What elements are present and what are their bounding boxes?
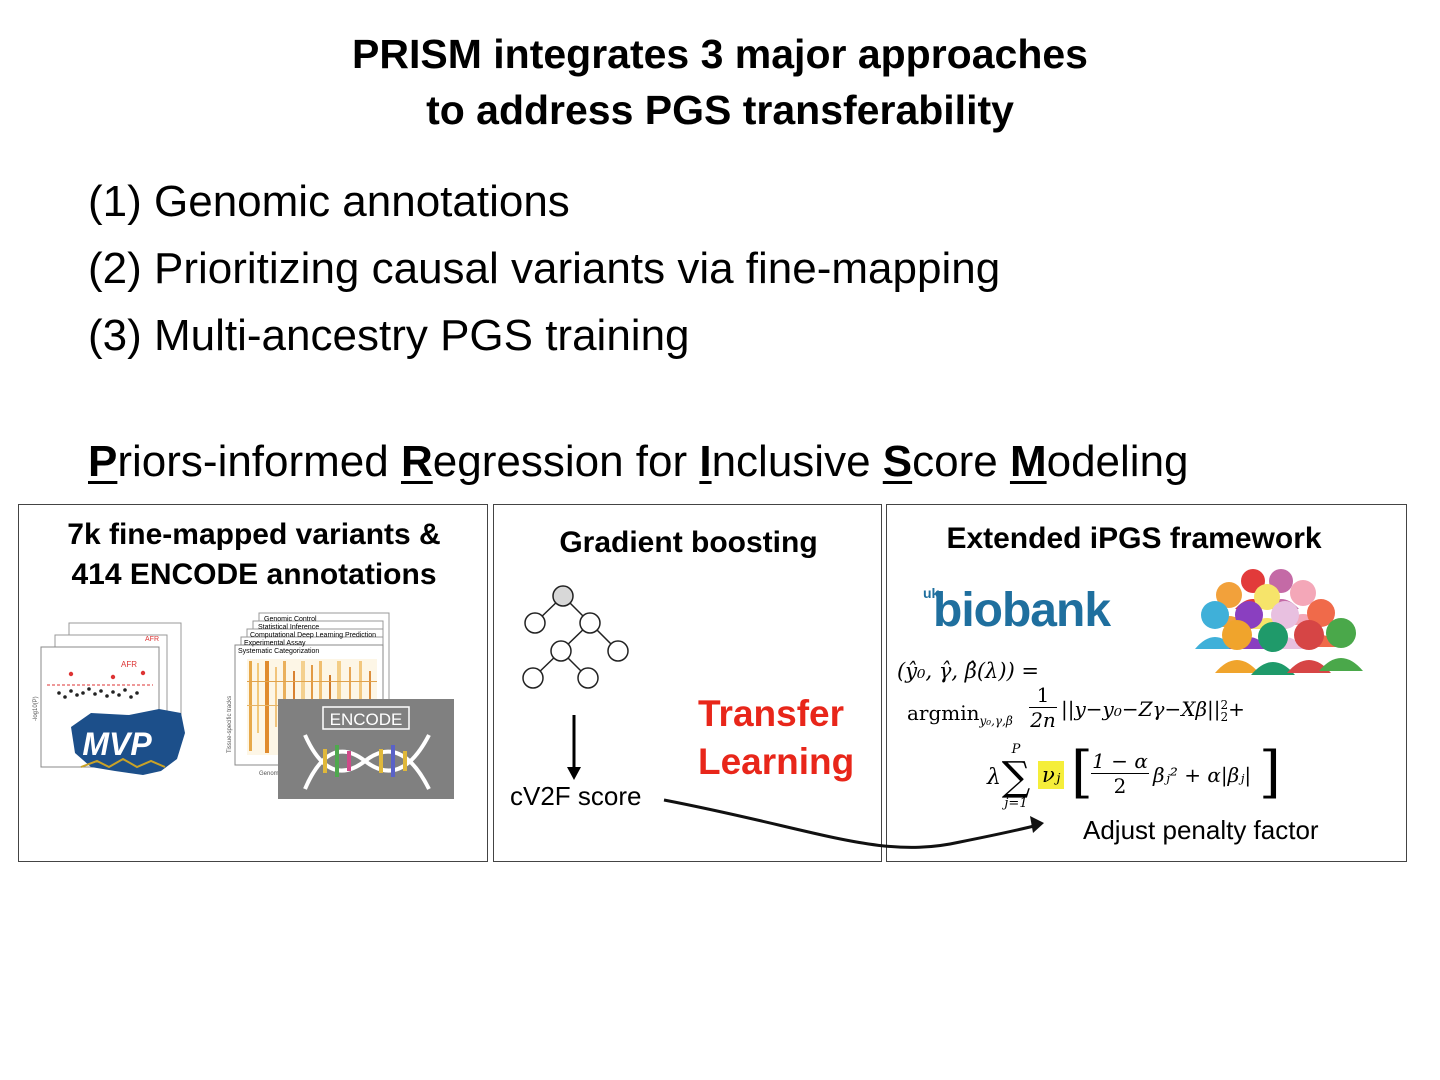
tree-node [522,667,544,689]
ipgs-framework-panel: Extended iPGS framework uk biobank (ŷ₀, … [886,504,1407,862]
tree-node [550,640,572,662]
acronym-letter: S [882,437,913,486]
panel-title: 7k fine-mapped variants & 414 ENCODE ann… [19,515,489,595]
norm-subscript: 2 [1220,709,1229,724]
tree-node [579,612,601,634]
mvp-logo: MVP [71,709,185,775]
heatmap-category: Statistical Inference [258,624,319,631]
encode-logo: ENCODE [278,699,454,799]
heatmap-category: Genomic Control [264,616,317,623]
title-line-1: PRISM integrates 3 major approaches [352,31,1088,77]
encode-logo-text: ENCODE [330,710,403,729]
equation-tail: βⱼ² + α|βⱼ| [1153,763,1252,787]
heatmap-y-axis-label: Tissue-specific tracks [227,696,233,753]
biobank-uk-text: uk [923,585,940,601]
norm-superscript: 2 [1220,697,1229,712]
heatmap-category: Systematic Categorization [238,648,319,655]
heatmap-category: Experimental Assay [244,640,306,647]
approaches-list: (1) Genomic annotations (2) Prioritizing… [88,168,1000,369]
norm-term: ||y−y₀−Zγ−Xβ|| [1061,697,1221,721]
acronym-letter: M [1009,437,1047,486]
acronym-word: odeling [1046,437,1189,486]
penalty-factor-highlight: νⱼ [1038,761,1065,789]
title-line-2: to address PGS transferability [426,87,1014,133]
uk-biobank-logo: uk biobank [923,583,1143,641]
acronym-word: egression for [432,437,700,486]
sum-lower-limit: j=1 [1004,796,1028,811]
sum-upper-limit: P [1011,742,1021,757]
acronym-letter: I [699,437,712,486]
tree-node [577,667,599,689]
panel-title-line-2: 414 ENCODE annotations [71,558,437,591]
fraction-denominator: 2n [1030,708,1056,732]
equation-sum: P ∑ j=1 [1001,743,1031,811]
approach-item: (3) Multi-ancestry PGS training [88,311,690,360]
equation-argmin: argminy₀,γ,β [907,701,1013,728]
sum-symbol: ∑ [1001,754,1031,800]
gradient-boosting-panel: Gradient boosting cV2F score [493,504,882,862]
equation-lhs: (ŷ₀, γ̂, β̂(λ)) = [897,659,1040,683]
equation-bracket-right: ] [1259,740,1281,805]
afr-label: AFR [121,660,137,669]
annotations-figure: AFR AFR -log10(P) MVP Genomic Control [33,612,454,799]
slide-title: PRISM integrates 3 major approaches to a… [0,26,1440,138]
tree-root-node [552,585,574,607]
tree-node [524,612,546,634]
equation-bracket-left: [ [1071,740,1093,805]
transfer-learning-label: Transfer Learning [698,690,854,786]
afr-label: AFR [145,636,159,643]
equation-lambda: λ [987,765,1001,790]
approach-item: (2) Prioritizing causal variants via fin… [88,244,1001,293]
transfer-line-2: Learning [698,741,855,782]
panel-title: Extended iPGS framework [946,522,1322,555]
cv2f-score-label: cV2F score [510,781,642,811]
acronym-letter: P [88,437,118,486]
fraction-numerator: 1 [1029,683,1057,708]
equation-alpha-fraction: 1 − α 2 [1091,749,1149,798]
plot-y-axis-label: -log10(P) [33,696,39,721]
adjust-penalty-label: Adjust penalty factor [1083,815,1319,845]
diverse-population-icon [1195,569,1363,675]
argmin-subscript: y₀,γ,β [979,714,1013,728]
acronym-word: nclusive [711,437,883,486]
argmin-text: argmin [907,701,980,725]
biobank-word-text: biobank [933,584,1111,637]
heatmap-x-axis-label: Genome [259,771,283,777]
alpha-denominator: 2 [1113,774,1127,798]
panel-title-line-1: 7k fine-mapped variants & [67,518,441,551]
panel-title: Gradient boosting [559,526,818,559]
decision-tree-diagram [522,585,629,780]
heatmap-category: Computational Deep Learning Prediction [250,632,376,639]
equation-fraction: 1 2n [1029,683,1057,732]
acronym-letter: R [400,437,433,486]
tree-node [607,640,629,662]
down-arrow-head [567,767,581,780]
alpha-numerator: 1 − α [1091,749,1149,774]
mvp-logo-text: MVP [82,726,152,762]
acronym-word: core [912,437,1010,486]
approach-item: (1) Genomic annotations [88,177,570,226]
equation-plus: + [1228,697,1245,721]
ipgs-equation: (ŷ₀, γ̂, β̂(λ)) = argminy₀,γ,β 1 2n ||y−… [895,655,1295,825]
transfer-line-1: Transfer [698,693,845,734]
annotations-panel: 7k fine-mapped variants & 414 ENCODE ann… [18,504,488,862]
acronym-word: riors-informed [117,437,401,486]
prism-acronym: Priors-informed Regression for Inclusive… [88,432,1189,492]
